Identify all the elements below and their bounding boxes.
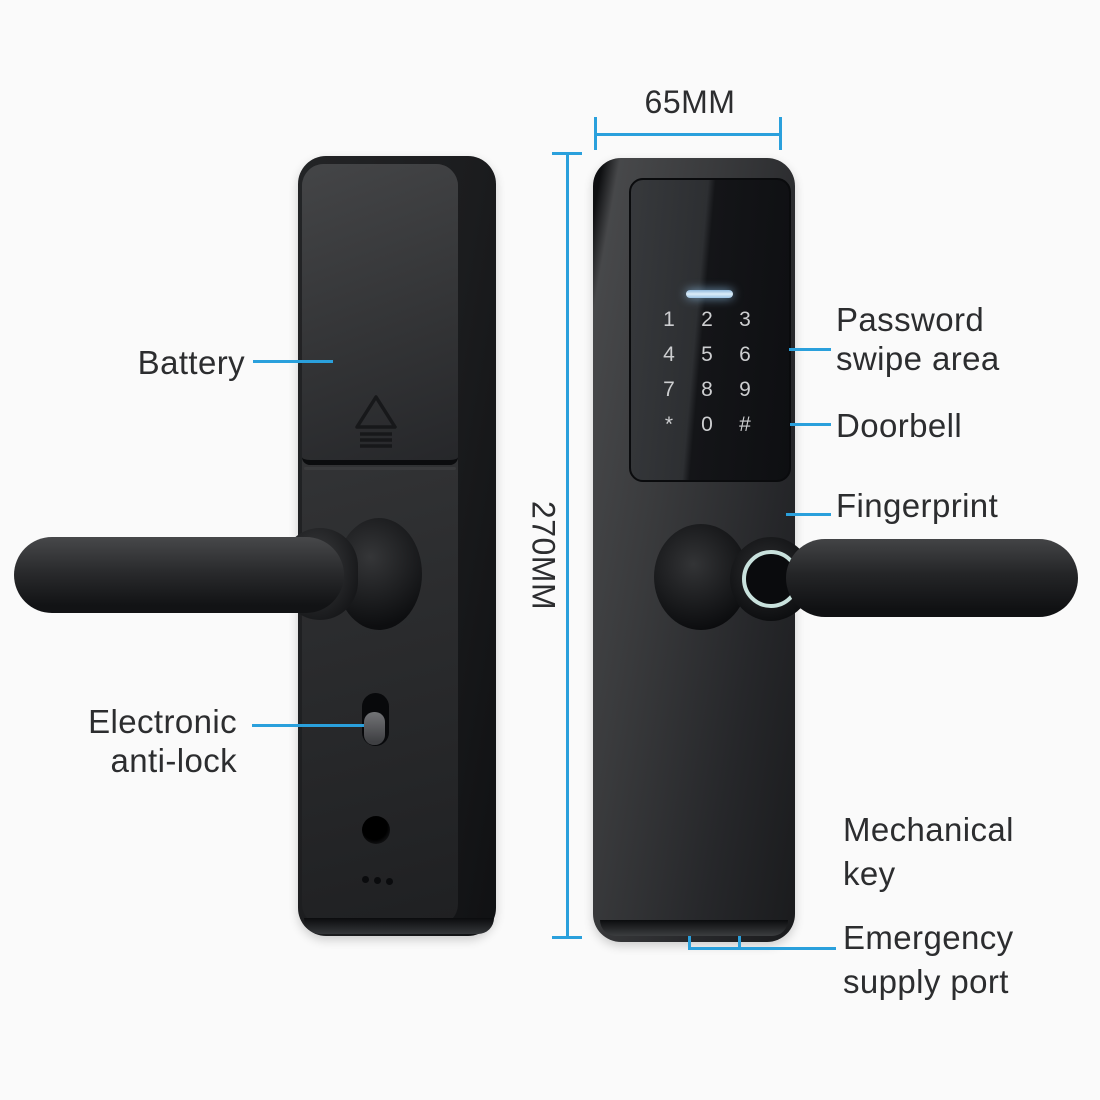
height-dimension-line <box>566 153 569 939</box>
right-handle <box>786 539 1078 617</box>
key-8: 8 <box>701 377 713 401</box>
key-9: 9 <box>739 377 751 401</box>
speaker-dot <box>362 876 369 883</box>
doorbell-leader-line <box>790 423 831 426</box>
key-6: 6 <box>739 342 751 366</box>
height-dimension-label: 270MM <box>525 500 562 611</box>
anti-lock-leader-line <box>252 724 364 727</box>
height-dimension-tick-top <box>552 152 582 155</box>
battery-cover-seam <box>304 467 456 470</box>
fingerprint-label: Fingerprint <box>836 487 999 524</box>
height-dimension-tick-bottom <box>552 936 582 939</box>
bottom-bracket-tick-left <box>688 936 691 949</box>
width-dimension-tick-left <box>594 117 597 150</box>
speaker-dot <box>386 878 393 885</box>
key-2: 2 <box>701 307 713 331</box>
width-dimension-label: 65MM <box>644 84 736 120</box>
key-0: 0 <box>701 412 713 436</box>
width-dimension-tick-right <box>779 117 782 150</box>
key-7: 7 <box>663 377 675 401</box>
key-hash: # <box>739 412 751 436</box>
key-3: 3 <box>739 307 751 331</box>
key-5: 5 <box>701 342 713 366</box>
bottom-bracket-line <box>688 947 836 950</box>
battery-cover <box>302 164 458 465</box>
touch-keypad: 1 2 3 4 5 6 7 8 9 * 0 # <box>650 302 764 442</box>
keypad-glass-panel <box>629 178 791 482</box>
anti-lock-label: Electronic anti-lock <box>88 703 237 779</box>
fingerprint-leader-line <box>786 513 831 516</box>
bottom-bracket-tick-right <box>738 936 741 949</box>
speaker-dot <box>374 877 381 884</box>
width-dimension-line <box>595 133 782 136</box>
status-led-bar <box>686 290 733 298</box>
key-star: * <box>664 412 674 436</box>
right-lock-bottom-rim <box>600 920 788 936</box>
reset-hole <box>362 816 390 844</box>
password-swipe-area-label: Password swipe area <box>836 301 1000 377</box>
mechanical-key-label: Mechanical key <box>843 811 1014 892</box>
battery-label: Battery <box>137 344 245 381</box>
key-4: 4 <box>663 342 675 366</box>
anti-lock-switch <box>364 712 385 745</box>
left-lock-bottom-rim <box>304 918 494 934</box>
battery-leader-line <box>253 360 333 363</box>
left-handle <box>14 537 344 613</box>
key-1: 1 <box>663 307 675 331</box>
emergency-supply-port-label: Emergency supply port <box>843 919 1014 1000</box>
doorbell-label: Doorbell <box>836 407 963 444</box>
battery-cover-open-icon <box>355 395 397 448</box>
password-leader-line <box>789 348 831 351</box>
